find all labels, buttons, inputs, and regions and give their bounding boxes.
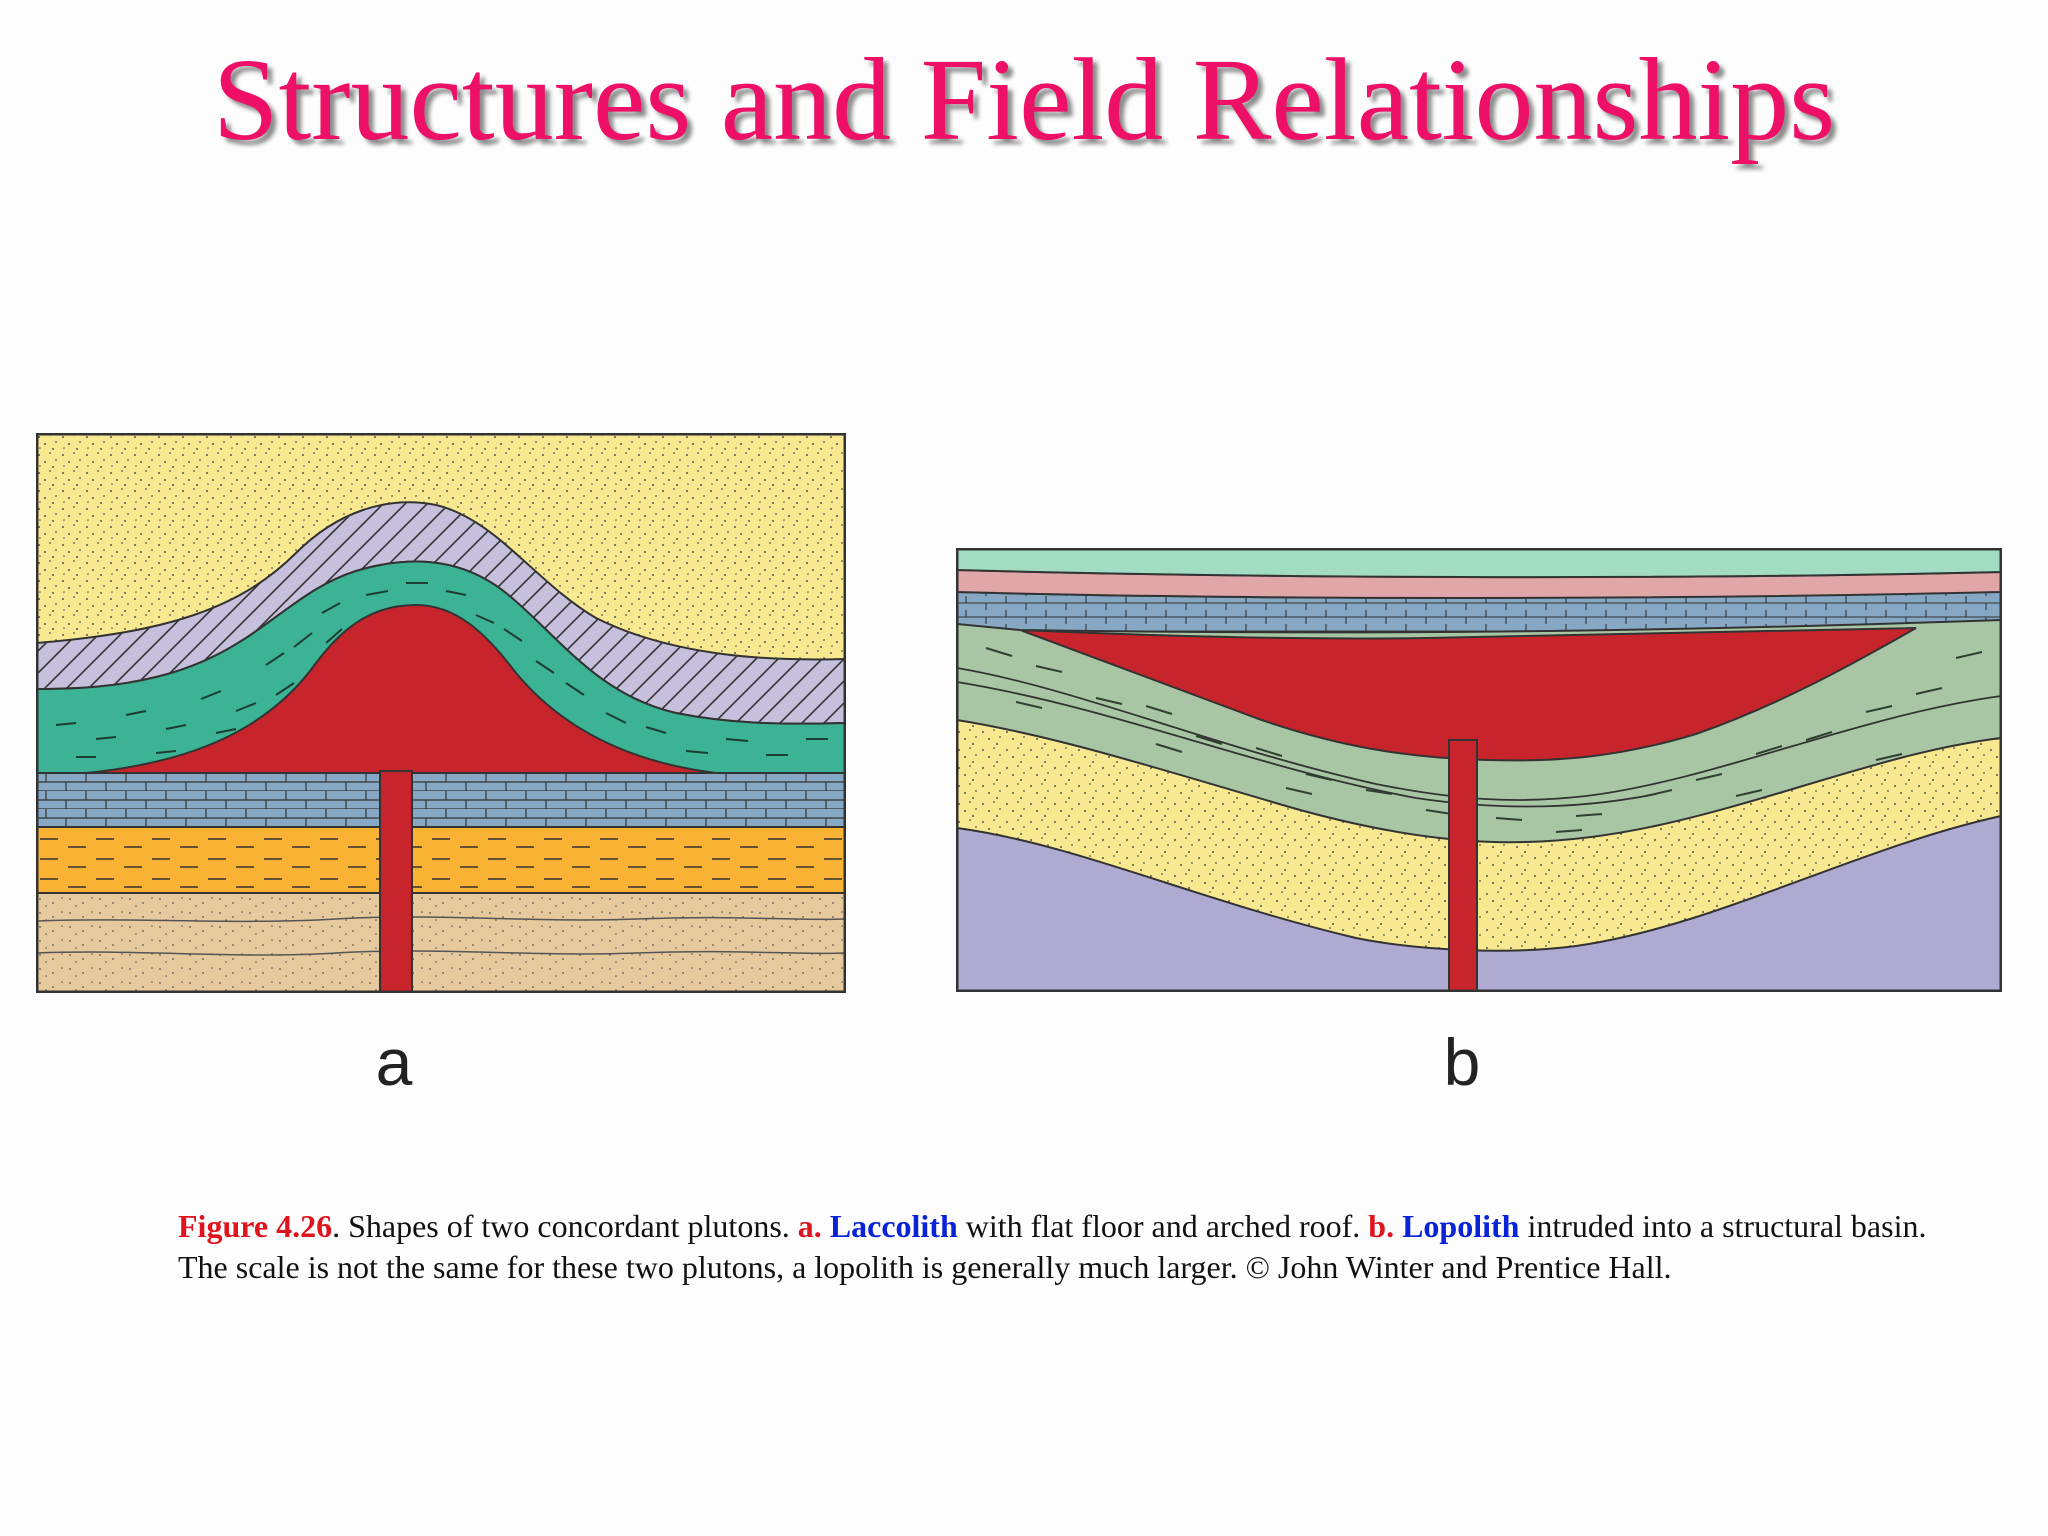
feeder-dike-b [1448,739,1478,992]
sage-bedding-lines [956,667,2002,808]
tan-bedding-lines [36,916,846,956]
caption-b-text: intruded into a structural basin. The sc… [178,1208,1927,1285]
laccolith-diagram [36,433,846,993]
caption-a-text: with flat floor and arched roof. [957,1208,1369,1244]
caption-figure-number: Figure 4.26 [178,1208,333,1244]
laccolith-pluton [85,603,717,774]
caption-a-marker: a. [797,1208,822,1244]
mint-top-layer [956,548,2002,579]
caption-lopolith-term: Lopolith [1402,1208,1520,1244]
caption-b-marker: b. [1368,1208,1395,1244]
figure-b-frame [956,548,2002,992]
tan-sandstone-layer [36,892,846,993]
limestone-layer [36,772,846,828]
teal-dash-marks [55,582,828,758]
slide-title: Structures and Field Relationships [212,34,1836,165]
caption-laccolith-term: Laccolith [829,1208,958,1244]
lopolith-diagram [956,548,2002,992]
figure-a-frame [36,433,846,993]
figure-caption: Figure 4.26. Shapes of two concordant pl… [178,1206,1978,1288]
sage-dash-marks [985,647,1983,833]
lopolith-pluton [1019,627,1917,762]
figure-a-label: a [375,1025,413,1099]
feeder-dike [379,770,413,993]
caption-intro: . Shapes of two concordant plutons. [332,1208,798,1244]
figure-b-label: b [1443,1025,1481,1099]
orange-shale-layer [36,826,846,894]
